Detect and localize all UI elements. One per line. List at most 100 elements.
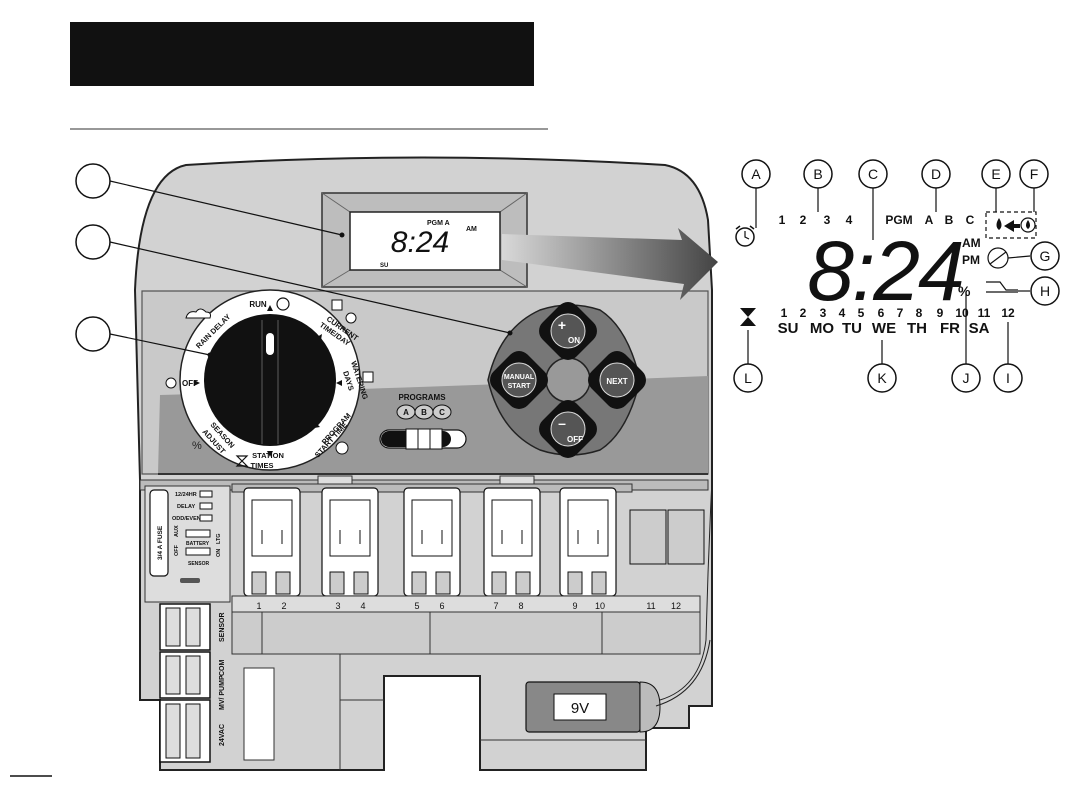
callout-circle: [951, 363, 981, 393]
terminal-number: 5: [414, 601, 419, 611]
large-pm: PM: [962, 253, 980, 267]
switch-sensor-toggle[interactable]: [185, 547, 211, 556]
callout-circle: [1030, 276, 1060, 306]
terminal-number: 9: [572, 601, 577, 611]
station-number: 5: [858, 306, 865, 320]
arrow-left-icon: [1004, 220, 1020, 232]
switch-delay-toggle[interactable]: [199, 502, 213, 510]
program-letter-a: A: [403, 408, 409, 417]
day-label: TH: [907, 320, 927, 337]
small-lcd-pgm: PGM A: [427, 220, 450, 227]
terminal-numbers: 1 2 3 4 5 6 7 8 9 10 11 12: [256, 601, 681, 611]
minus-sign: –: [558, 415, 566, 431]
section-title-bar: [70, 22, 534, 86]
manual-label-2: START: [508, 383, 532, 390]
left-callouts: [75, 163, 513, 358]
wires: [655, 479, 713, 707]
zoom-arrow: [502, 228, 718, 300]
terminal-label-mv-pump: MV/ PUMP: [219, 675, 226, 710]
program-letter-b: B: [421, 408, 427, 417]
callout-circle: [733, 363, 763, 393]
rain-cloud-icon: [185, 308, 211, 319]
large-time: 8:24: [807, 224, 963, 318]
terminal-number: 11: [646, 601, 655, 611]
terminal-number: 3: [335, 601, 340, 611]
next-label: NEXT: [606, 377, 627, 386]
callout-j: J: [963, 370, 970, 386]
start-number: 3: [824, 213, 831, 227]
dial-off: OFF: [182, 379, 198, 388]
callout-f: F: [1030, 166, 1039, 182]
day-label: SU: [778, 320, 799, 337]
day-label: FR: [940, 320, 960, 337]
button-pad: + ON – OFF MANUAL START NEXT: [485, 297, 651, 463]
fuse-holder[interactable]: [149, 489, 169, 577]
drop-circle-icon: [1020, 217, 1036, 233]
program-a: A: [925, 213, 934, 227]
right-callouts: [747, 188, 1035, 364]
callout-circle: [1019, 159, 1049, 189]
callout-circle: [741, 159, 771, 189]
hourglass-icon-dial: [235, 455, 249, 467]
manual-start-button[interactable]: MANUAL START: [485, 346, 553, 414]
start-number: 4: [846, 213, 853, 227]
wiring-compartment: 3/4 A FUSE 12/24HR DELAY ODD/EVEN AUX BA…: [139, 475, 713, 770]
plus-on-button[interactable]: + ON: [534, 297, 602, 365]
station-number: 6: [878, 306, 885, 320]
station-number: 2: [800, 306, 807, 320]
switch-odd-even-toggle[interactable]: [199, 514, 213, 522]
station-number: 10: [955, 306, 969, 320]
plus-sign: +: [558, 317, 566, 333]
percent-sign: %: [958, 283, 971, 299]
program-c: C: [966, 213, 975, 227]
blank-module-slot: [629, 509, 667, 565]
callout-e: E: [991, 166, 1000, 182]
small-lcd-day: SU: [380, 263, 388, 269]
mode-dial[interactable]: [204, 314, 336, 446]
callout-circle: [1030, 241, 1060, 271]
station-modules: [243, 487, 617, 597]
station-number: 11: [978, 306, 991, 320]
callout-l: L: [744, 370, 752, 386]
callout-circle: [75, 316, 111, 352]
callout-letters: A B C D E F G H I J K L: [733, 159, 1060, 393]
dial-run: RUN: [249, 300, 267, 309]
callout-circle: [981, 159, 1011, 189]
callout-circle: [867, 363, 897, 393]
station-number: 1: [781, 306, 788, 320]
switch-12-24hr: 12/24HR: [175, 492, 197, 498]
next-button[interactable]: NEXT: [583, 346, 651, 414]
callout-h: H: [1040, 283, 1050, 299]
terminal-number: 10: [595, 601, 605, 611]
small-lcd-time: 8:24: [391, 226, 449, 259]
terminal-label-sensor: SENSOR: [219, 612, 226, 642]
switch-on: ON: [216, 549, 222, 557]
switch-sensor: SENSOR: [188, 561, 210, 567]
fuse-label: 3/4 A FUSE: [157, 525, 164, 560]
dial-station-2: TIMES: [251, 461, 274, 470]
small-lcd: 8:24 PGM A AM SU: [380, 220, 477, 269]
calendar-icon: [331, 299, 343, 311]
manual-label-1: MANUAL: [504, 374, 535, 381]
callout-d: D: [931, 166, 941, 182]
callout-circle: [921, 159, 951, 189]
station-number: 12: [1001, 306, 1015, 320]
day-label: WE: [872, 320, 896, 337]
station-number: 9: [937, 306, 944, 320]
terminal-number: 1: [256, 601, 261, 611]
terminal-number: 2: [281, 601, 286, 611]
drop-icon: [996, 218, 1002, 230]
switch-ltg: LTG: [216, 533, 222, 544]
minus-off-button[interactable]: – OFF: [534, 395, 602, 463]
program-slider-handle[interactable]: [405, 428, 443, 450]
hourglass-icon: [740, 308, 756, 326]
plus-on-label: ON: [568, 336, 580, 345]
switch-battery: BATTERY: [186, 541, 210, 547]
switch-battery-toggle[interactable]: [185, 529, 211, 538]
callout-i: I: [1006, 370, 1010, 386]
callout-circle: [993, 363, 1023, 393]
switch-12-24hr-toggle[interactable]: [199, 490, 213, 498]
dial-season-symbol: %: [192, 440, 202, 452]
programs-label: PROGRAMS: [398, 393, 446, 402]
start-number: 2: [800, 213, 807, 227]
